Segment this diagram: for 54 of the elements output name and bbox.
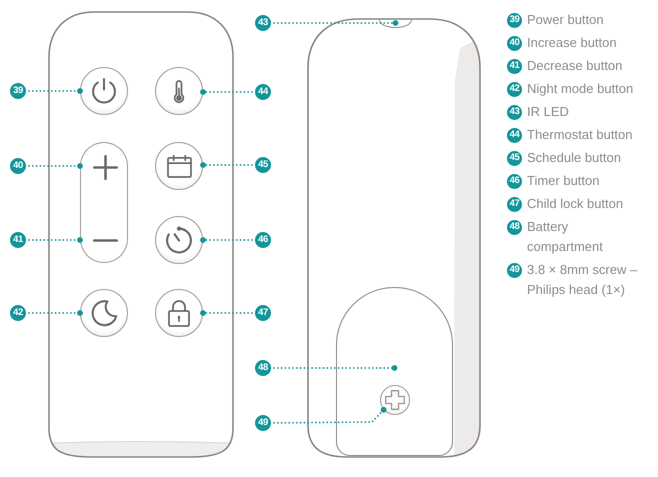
- leader-line: [200, 310, 253, 316]
- callout-number: 39: [507, 12, 522, 28]
- callout-number: 45: [255, 157, 271, 173]
- callout-number: 44: [255, 84, 271, 100]
- callout-number: 43: [507, 104, 522, 120]
- callout-number: 42: [507, 82, 522, 96]
- leader-line: [273, 406, 386, 424]
- callout-number: 42: [10, 305, 26, 321]
- battery-cover: [336, 287, 453, 456]
- minus-button: [80, 203, 128, 263]
- leader-line: [273, 365, 398, 371]
- leader-line: [200, 162, 253, 168]
- callout-number: 43: [255, 15, 271, 31]
- leader-line: [28, 237, 83, 243]
- callout-number: 48: [255, 360, 271, 376]
- leader-line: [200, 237, 253, 243]
- timer-button: [155, 216, 203, 264]
- callout-number: 46: [255, 232, 271, 248]
- part-name: Power button: [527, 11, 605, 29]
- part-name: Increase button: [527, 34, 618, 52]
- callout-number: 41: [507, 58, 522, 74]
- part-name: IR LED: [527, 103, 570, 121]
- part-name: Timer button: [527, 172, 600, 190]
- night-mode-button: [80, 289, 128, 337]
- part-name: 3.8 × 8mm screw – Philips head (1×): [527, 261, 638, 299]
- leader-line: [200, 89, 253, 95]
- callout-number: 44: [507, 128, 522, 142]
- schedule-button: [155, 142, 203, 190]
- part-name: Night mode button: [527, 80, 634, 98]
- callout-number: 40: [10, 158, 26, 174]
- part-name: Decrease button: [527, 57, 624, 75]
- part-name: Schedule button: [527, 149, 622, 167]
- callout-number: 49: [507, 262, 522, 278]
- callout-number: 47: [255, 305, 271, 321]
- power-button: [80, 67, 128, 115]
- callout-number: 41: [10, 232, 26, 248]
- leader-line: [28, 88, 83, 94]
- leader-line: [28, 163, 83, 169]
- lock-button: [155, 289, 203, 337]
- screw-head: [380, 385, 410, 415]
- leader-line: [273, 20, 398, 26]
- callout-number: 49: [255, 415, 271, 431]
- callout-number: 47: [507, 196, 522, 212]
- leader-line: [28, 310, 83, 316]
- plus-button: [80, 142, 128, 203]
- temperature-button: [155, 67, 203, 115]
- callout-number: 48: [507, 220, 522, 234]
- callout-number: 45: [507, 150, 522, 166]
- callout-number: 46: [507, 174, 522, 188]
- callout-number: 40: [507, 36, 522, 50]
- callout-number: 39: [10, 83, 26, 99]
- part-name: Battery compartment: [527, 218, 604, 256]
- part-name: Child lock button: [527, 195, 624, 213]
- part-name: Thermostat button: [527, 126, 634, 144]
